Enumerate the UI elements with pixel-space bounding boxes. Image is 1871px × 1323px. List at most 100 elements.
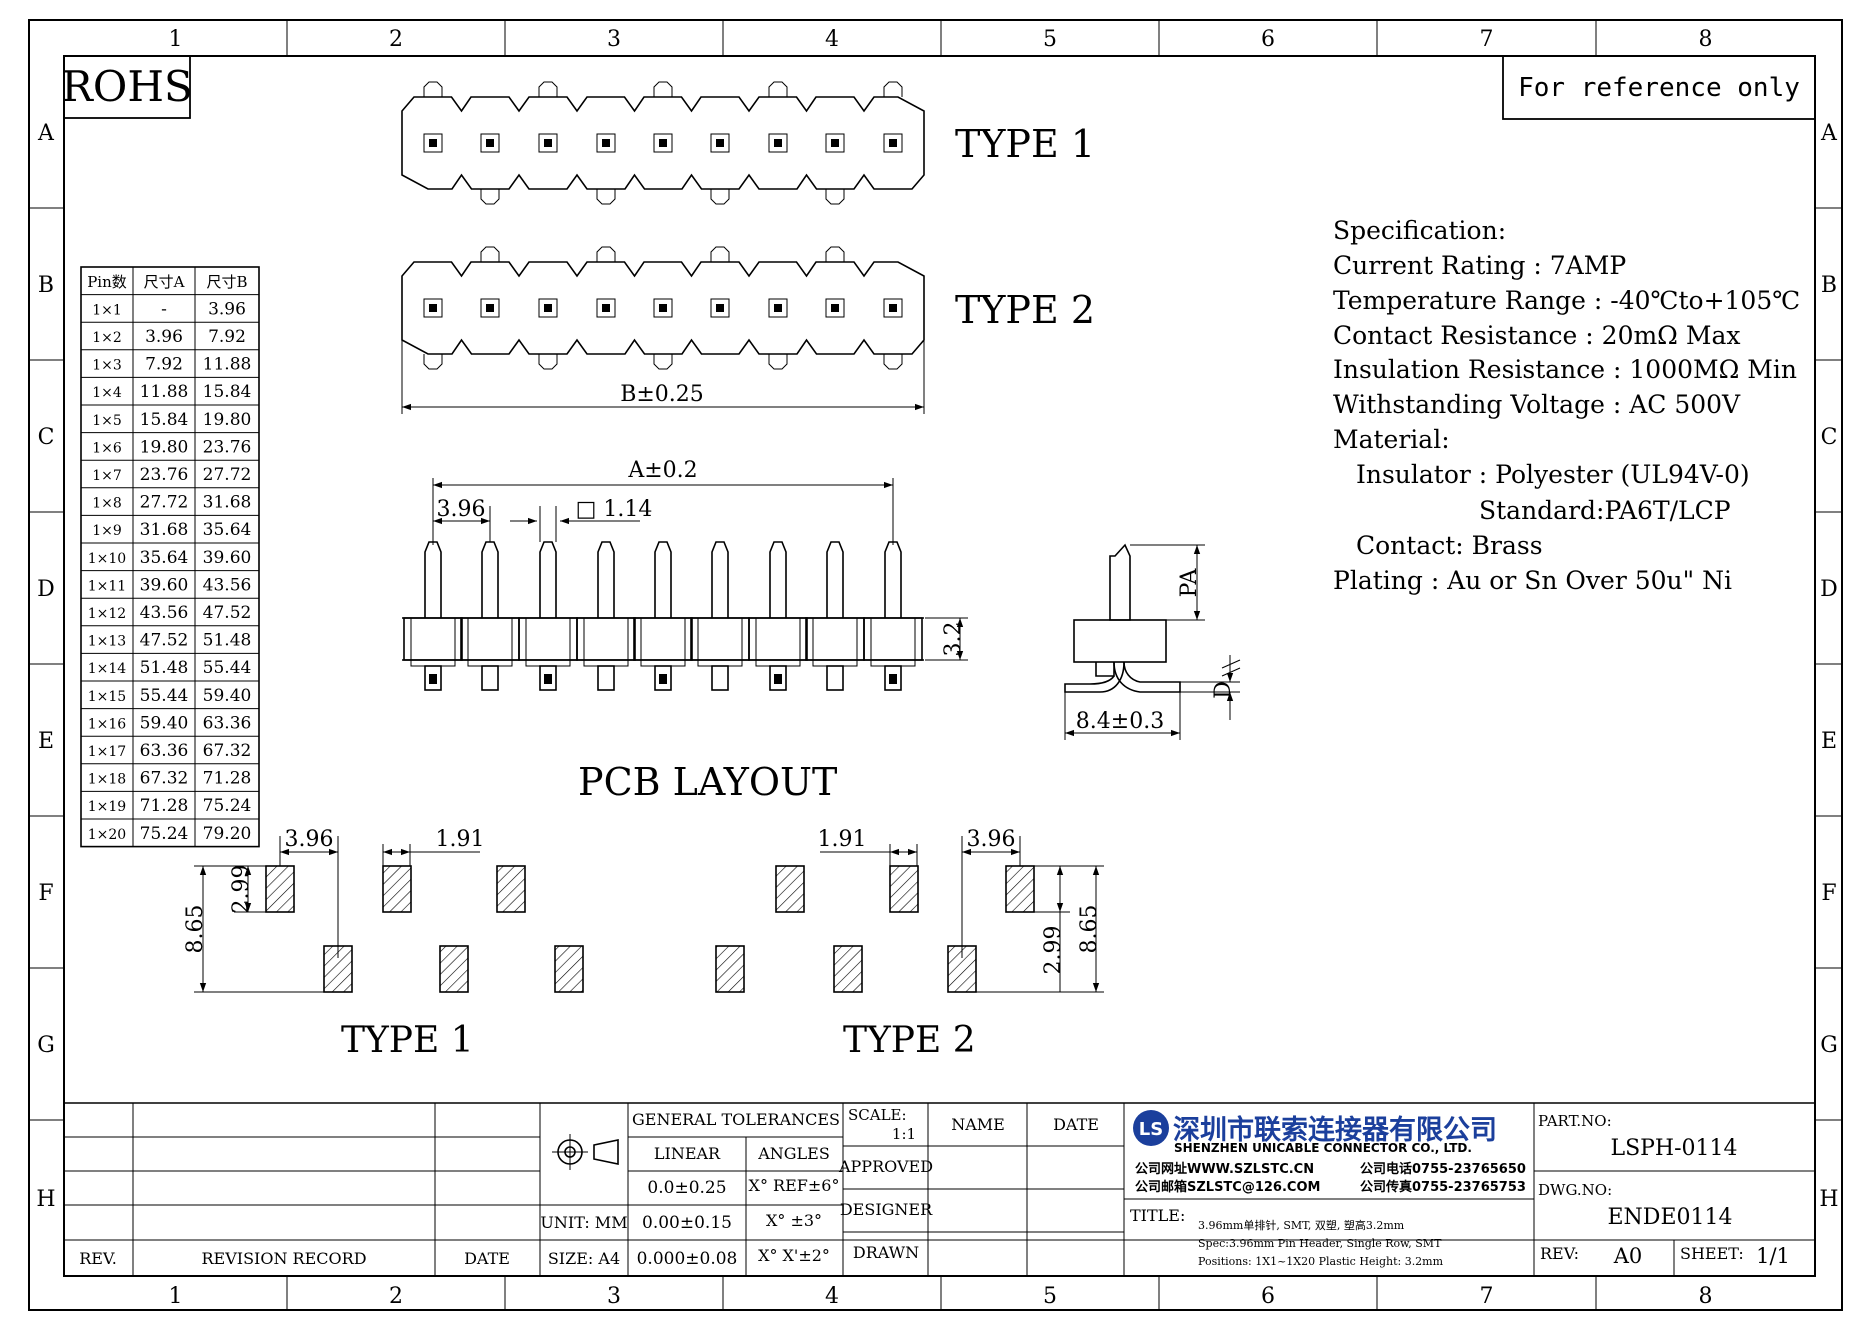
grid-row-label: H xyxy=(1819,1187,1838,1212)
size-table-cell: 47.52 xyxy=(140,631,189,651)
size-table-cell: 15.84 xyxy=(140,410,189,430)
size-table-cell: 1×5 xyxy=(92,413,122,429)
grid-column-label: 7 xyxy=(1480,1284,1494,1309)
size-table-cell: 11.88 xyxy=(140,382,189,402)
size-table-cell: 67.32 xyxy=(140,769,189,789)
pcb-type2-label: TYPE 2 xyxy=(843,1020,976,1061)
size-table-cell: 39.60 xyxy=(203,548,252,568)
a-dimension: A±0.2 xyxy=(432,458,894,545)
pcb-layout-title: PCB LAYOUT xyxy=(578,760,837,804)
pcb-pad xyxy=(1005,865,1035,913)
tol-linear-1: 0.0±0.25 xyxy=(647,1178,726,1198)
specification-block: Specification: Current Rating : 7AMP Tem… xyxy=(1333,216,1800,595)
size-table-cell: 51.48 xyxy=(203,631,252,651)
grid-column-label: 7 xyxy=(1480,27,1494,52)
tol-angles-1: X° REF±6° xyxy=(749,1176,840,1195)
type2-top-label: TYPE 2 xyxy=(955,288,1095,332)
size-table-cell: - xyxy=(161,299,167,319)
grid-column-label: 4 xyxy=(825,27,839,52)
grid-column-label: 3 xyxy=(607,1284,621,1309)
sheet-value: 1/1 xyxy=(1756,1244,1790,1268)
header-side-view: PA D 8.4±0.3 xyxy=(1064,543,1241,740)
size-table-cell: 43.56 xyxy=(140,603,189,623)
pad-pitch-t2-label: 3.96 xyxy=(967,827,1016,852)
grid-row-label: F xyxy=(1821,881,1836,906)
size-table-cell: 11.88 xyxy=(203,355,252,375)
size-table-cell: 7.92 xyxy=(145,355,183,375)
size-table-cell: 51.48 xyxy=(140,658,189,678)
date-header: DATE xyxy=(1053,1115,1099,1134)
size-table-cell: 1×16 xyxy=(88,716,127,732)
company-name-cn: 深圳市联索连接器有限公司 xyxy=(1173,1114,1497,1146)
size-table-cell: 1×9 xyxy=(92,523,122,539)
projection-symbol-icon xyxy=(552,1134,619,1170)
size-table-cell: 15.84 xyxy=(203,382,252,402)
grid-row-label: D xyxy=(37,577,55,602)
grid-row-label: H xyxy=(36,1187,55,1212)
grid-row-label: G xyxy=(37,1033,55,1058)
pcb-pad xyxy=(554,945,584,993)
size-table-cell: 59.40 xyxy=(140,713,189,733)
reference-badge: For reference only xyxy=(1502,55,1816,120)
size-table-cell: 35.64 xyxy=(140,548,189,568)
tol-linear-3: 0.000±0.08 xyxy=(637,1249,738,1269)
general-tolerances-header: GENERAL TOLERANCES xyxy=(632,1110,840,1129)
size-table-cell: 1×8 xyxy=(92,496,122,512)
size-table-cell: 63.36 xyxy=(140,741,189,761)
grid-row-label: G xyxy=(1820,1033,1838,1058)
size-table-cell: 7.92 xyxy=(208,327,246,347)
grid-column-label: 1 xyxy=(169,27,183,52)
part-no-label: PART.NO: xyxy=(1538,1112,1612,1130)
grid-column-label: 5 xyxy=(1043,1284,1057,1309)
spec-withstanding-voltage: Withstanding Voltage : AC 500V xyxy=(1333,390,1741,419)
rev-header: REV. xyxy=(79,1249,117,1268)
reference-note: For reference only xyxy=(1518,73,1800,103)
size-table-cell: 1×3 xyxy=(92,358,122,374)
tol-angles-3: X° X'±2° xyxy=(758,1246,830,1265)
tol-linear-2: 0.00±0.15 xyxy=(642,1213,732,1233)
pcb-pad xyxy=(265,865,295,913)
b-dimension: B±0.25 xyxy=(401,340,925,414)
pitch-label: 3.96 xyxy=(437,497,486,522)
name-header: NAME xyxy=(951,1115,1005,1134)
linear-header: LINEAR xyxy=(654,1144,721,1163)
size-table-cell: 1×19 xyxy=(88,799,126,815)
size-table-cell: 1×18 xyxy=(88,772,126,788)
revision-record-header: REVISION RECORD xyxy=(201,1249,366,1268)
spec-insulator-standard: Standard:PA6T/LCP xyxy=(1479,496,1731,525)
size-table-cell: 1×2 xyxy=(92,330,122,346)
grid-row-label: D xyxy=(1820,577,1838,602)
title-block: REV. REVISION RECORD DATE UNIT: MM SIZE:… xyxy=(64,1102,1815,1276)
size-table-cell: 35.64 xyxy=(203,520,252,540)
grid-row-label: E xyxy=(1821,729,1837,754)
pad-span-t2-label: 8.65 xyxy=(1077,905,1102,954)
size-table-cell: 23.76 xyxy=(140,465,189,485)
size-table-cell: 39.60 xyxy=(140,575,189,595)
pcb-type1-dimensions: 3.96 1.91 2.99 8.65 xyxy=(183,827,484,993)
size-table-cell: 3.96 xyxy=(145,327,183,347)
pcb-pad xyxy=(833,945,863,993)
size-table-cell: 71.28 xyxy=(203,769,252,789)
size-label: SIZE: A4 xyxy=(548,1249,620,1268)
grid-row-label: F xyxy=(38,881,53,906)
grid-column-label: 1 xyxy=(169,1284,183,1309)
pcb-pad xyxy=(382,865,412,913)
logo-text: LS xyxy=(1139,1119,1163,1140)
angles-header: ANGLES xyxy=(757,1144,830,1163)
grid-column-label: 3 xyxy=(607,27,621,52)
pad-span-t1-label: 8.65 xyxy=(183,905,208,954)
a-dimension-label: A±0.2 xyxy=(627,458,697,483)
grid-column-label: 8 xyxy=(1699,27,1713,52)
drawn-label: DRAWN xyxy=(853,1243,919,1262)
pad-length-t2-label: 2.99 xyxy=(1041,926,1066,975)
pin-square-dimension: □ 1.14 xyxy=(510,497,653,525)
pin-square-label: □ 1.14 xyxy=(576,497,653,522)
grid-row-label: B xyxy=(38,273,54,298)
dwg-no-label: DWG.NO: xyxy=(1538,1181,1612,1199)
size-table-cell: 31.68 xyxy=(203,493,252,513)
company-email: 公司邮箱SZLSTC@126.COM xyxy=(1135,1179,1320,1195)
body-height-label: 3.2 xyxy=(941,622,966,657)
size-table-cell: 1×15 xyxy=(88,689,126,705)
grid-row-label: A xyxy=(37,121,55,146)
